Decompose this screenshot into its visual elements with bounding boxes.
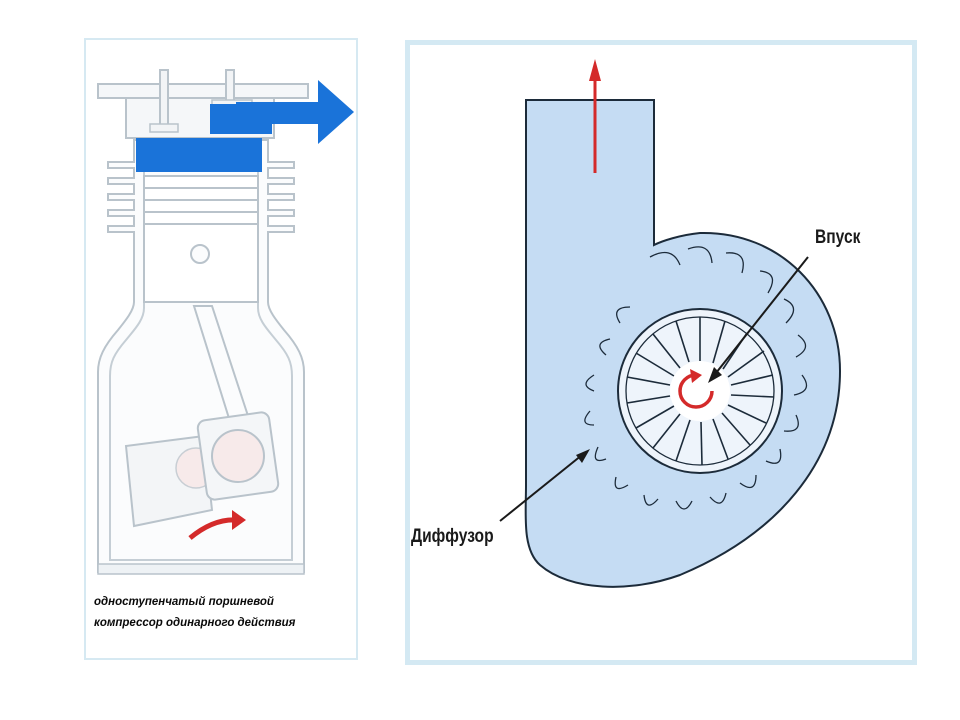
compressed-air-chamber [136, 138, 262, 172]
inlet-label: Впуск [815, 227, 861, 248]
piston-compressor-diagram [90, 69, 354, 638]
piston [143, 175, 259, 303]
impeller-blades [626, 317, 775, 466]
caption-line-2: компрессор одинарного действия [94, 617, 296, 629]
caption-line-1: одноступенчатый поршневой [94, 596, 274, 608]
hub-rotation-arrow-icon [678, 373, 714, 409]
diffuser-label: Диффузор [411, 526, 494, 547]
outlet-arrow-icon [236, 80, 354, 144]
piston-compressor-panel: одноступенчатый поршневой компрессор оди… [84, 38, 358, 660]
centrifugal-compressor-diagram [499, 59, 842, 588]
diffuser-vanes [584, 246, 808, 510]
centrifugal-compressor-panel: Впуск Диффузор [405, 40, 917, 665]
